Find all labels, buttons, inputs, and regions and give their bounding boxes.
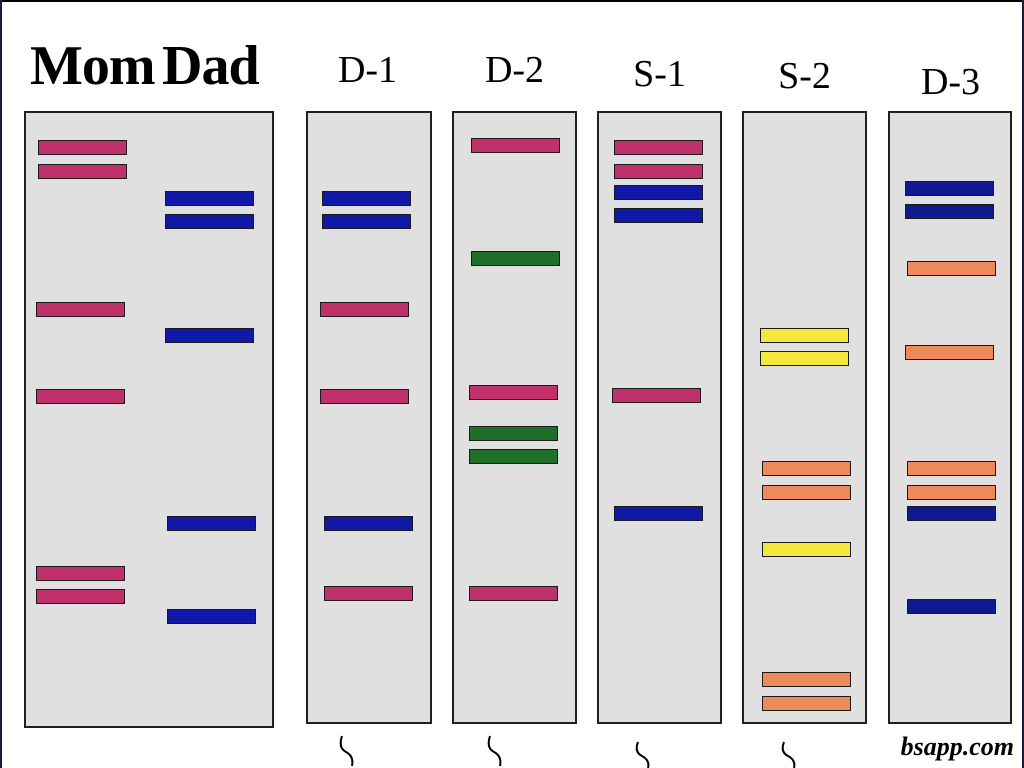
band-d1-2 xyxy=(322,214,411,229)
band-d2-1 xyxy=(471,138,560,153)
gel-panel-d3 xyxy=(888,111,1012,724)
band-s2-2 xyxy=(760,351,849,366)
band-d3-6 xyxy=(907,485,996,500)
lane-label-dad: Dad xyxy=(162,35,260,97)
band-s1-2 xyxy=(614,164,703,179)
band-s2-6 xyxy=(762,672,851,687)
band-mom-4 xyxy=(36,389,125,404)
band-d2-6 xyxy=(469,586,558,601)
top-border xyxy=(0,0,1024,2)
band-mom-6 xyxy=(36,589,125,604)
band-d1-5 xyxy=(324,516,413,531)
band-d3-4 xyxy=(905,345,994,360)
band-d1-4 xyxy=(320,389,409,404)
band-mom-5 xyxy=(36,566,125,581)
lane-label-s1: S-1 xyxy=(633,53,686,95)
band-d3-3 xyxy=(907,261,996,276)
band-s1-5 xyxy=(612,388,701,403)
band-s2-7 xyxy=(762,696,851,711)
lane-label-mom: Mom xyxy=(30,35,156,97)
band-s2-1 xyxy=(760,328,849,343)
band-s1-3 xyxy=(614,185,703,200)
band-d3-8 xyxy=(907,599,996,614)
band-d3-1 xyxy=(905,181,994,196)
band-s1-1 xyxy=(614,140,703,155)
gel-panel-parents xyxy=(24,111,274,728)
band-d3-5 xyxy=(907,461,996,476)
band-mom-3 xyxy=(36,302,125,317)
band-dad-2 xyxy=(165,214,254,229)
lane-label-d3: D-3 xyxy=(920,61,981,103)
band-d1-1 xyxy=(322,191,411,206)
lane-label-d2: D-2 xyxy=(484,49,545,91)
gel-panel-s1 xyxy=(597,111,722,724)
lane-label-d1: D-1 xyxy=(337,49,398,91)
band-dad-3 xyxy=(165,328,254,343)
squiggle-mark-s1 xyxy=(635,741,650,768)
gel-panel-s2 xyxy=(742,111,867,724)
right-border xyxy=(1022,0,1024,768)
gel-panel-d1 xyxy=(306,111,432,724)
band-d2-5 xyxy=(469,449,558,464)
band-mom-2 xyxy=(38,164,127,179)
watermark-text: bsapp.com xyxy=(900,732,1014,761)
band-d2-4 xyxy=(469,426,558,441)
band-d2-3 xyxy=(469,385,558,400)
band-d1-6 xyxy=(324,586,413,601)
band-s2-5 xyxy=(762,542,851,557)
band-d3-2 xyxy=(905,204,994,219)
band-mom-1 xyxy=(38,140,127,155)
squiggle-mark-d2 xyxy=(487,735,502,767)
band-dad-4 xyxy=(167,516,256,531)
band-d2-2 xyxy=(471,251,560,266)
squiggle-mark-d1 xyxy=(339,735,354,767)
band-dad-1 xyxy=(165,191,254,206)
band-dad-5 xyxy=(167,609,256,624)
band-s2-3 xyxy=(762,461,851,476)
gel-panel-d2 xyxy=(452,111,577,724)
band-s2-4 xyxy=(762,485,851,500)
left-border xyxy=(0,0,2,768)
band-d3-7 xyxy=(907,506,996,521)
band-s1-6 xyxy=(614,506,703,521)
band-d1-3 xyxy=(320,302,409,317)
squiggle-mark-s2 xyxy=(781,741,796,768)
band-s1-4 xyxy=(614,208,703,223)
lane-label-s2: S-2 xyxy=(778,55,831,97)
